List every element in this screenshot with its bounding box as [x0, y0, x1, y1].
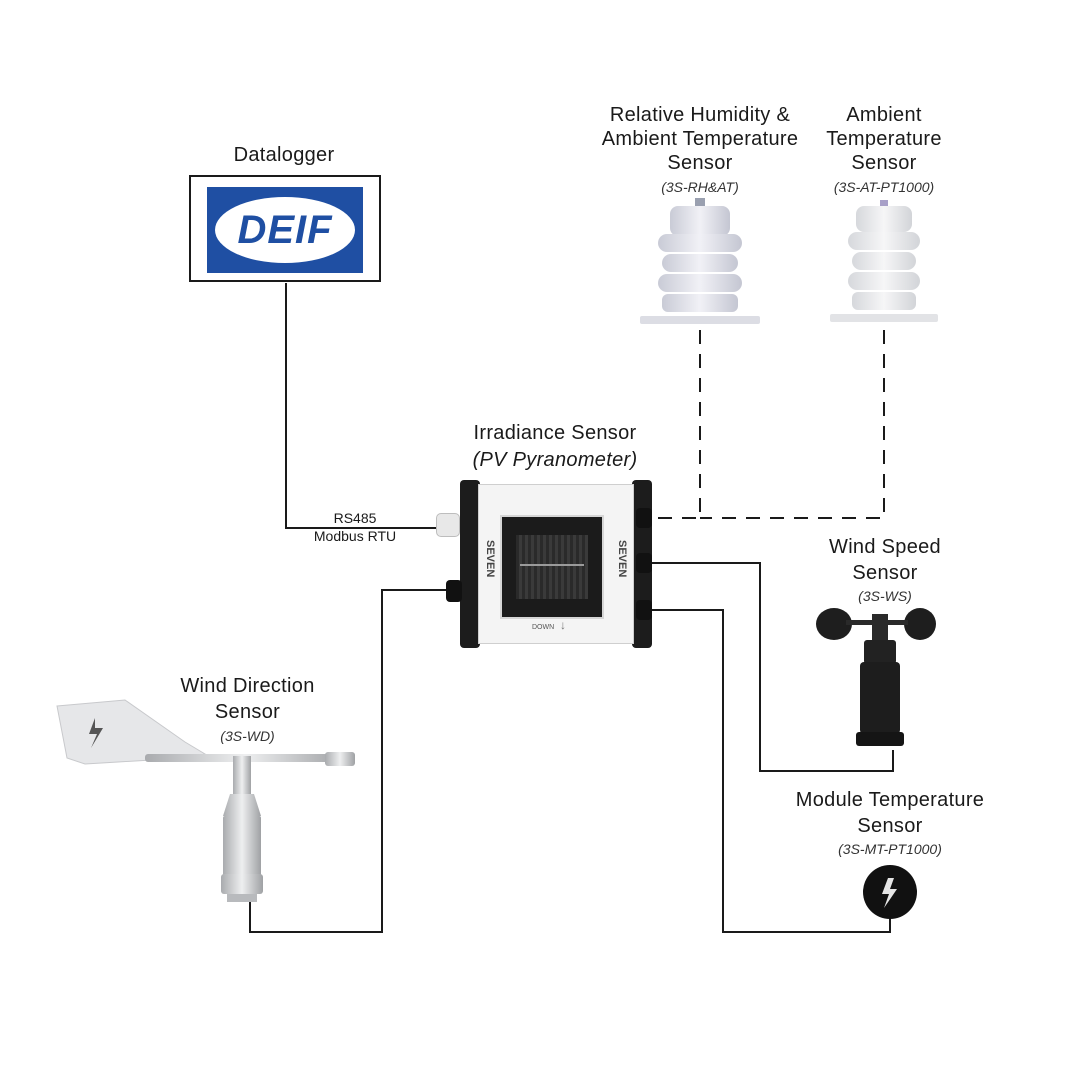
modbus-rtu-label: Modbus RTU: [313, 528, 397, 544]
irradiance-sensor-image: SEVEN SEVEN DOWN ↓: [460, 480, 652, 648]
wind-speed-wire: [652, 562, 894, 772]
at-sensor-title-line2: Temperature: [826, 128, 942, 150]
rh-sensor-title-line2: Ambient Temperature: [601, 128, 799, 150]
lightning-bolt-icon: [882, 878, 897, 908]
module-temp-model: (3S-MT-PT1000): [838, 841, 942, 857]
radiation-shield-at-image: [830, 200, 938, 322]
port-mid-right: [636, 553, 652, 573]
module-temp-sensor-image: [863, 865, 917, 919]
port-top-right: [636, 508, 652, 528]
module-temp-title-line1: Module Temperature: [795, 789, 985, 811]
wind-speed-title-line1: Wind Speed: [829, 536, 941, 558]
down-label: DOWN: [532, 624, 555, 631]
deif-logo-oval: [215, 197, 355, 263]
at-sensor-dashed-wire: [700, 330, 885, 519]
down-arrow-icon: ↓: [560, 618, 566, 632]
cable-gland: [436, 513, 460, 537]
solar-cell-grid: [516, 535, 588, 599]
module-temp-wire: [652, 609, 891, 933]
port-left: [446, 580, 462, 602]
solar-cell-panel: [500, 515, 604, 619]
wind-speed-model: (3S-WS): [858, 588, 912, 604]
wind-speed-title-line2: Sensor: [852, 562, 918, 584]
brand-mark-left: SEVEN: [484, 540, 496, 578]
wind-direction-title-line1: Wind Direction: [180, 675, 315, 697]
rh-sensor-title-line3: Sensor: [667, 152, 733, 174]
irradiance-sensor-title: Irradiance Sensor: [473, 422, 637, 444]
port-bottom-right: [636, 600, 652, 620]
at-sensor-title-line3: Sensor: [851, 152, 917, 174]
datalogger-box: DEIF: [189, 175, 381, 282]
at-sensor-title-line1: Ambient: [846, 104, 922, 126]
wind-direction-model: (3S-WD): [220, 728, 275, 744]
rh-sensor-title-line1: Relative Humidity &: [609, 104, 791, 126]
deif-logo-panel: DEIF: [207, 187, 363, 273]
radiation-shield-rh-image: [640, 198, 760, 324]
anemometer-image: [816, 608, 936, 746]
datalogger-rs485-wire: [285, 283, 440, 529]
wind-vane-image: [56, 699, 355, 902]
wind-direction-title-line2: Sensor: [214, 701, 281, 723]
irradiance-sensor-subtitle: (PV Pyranometer): [472, 449, 638, 471]
rs485-label: RS485: [333, 510, 377, 526]
deif-logo-text: DEIF: [237, 208, 333, 252]
module-temp-title-line2: Sensor: [857, 815, 923, 837]
brand-mark-right: SEVEN: [616, 540, 628, 578]
rh-sensor-model: (3S-RH&AT): [661, 179, 739, 195]
solar-cell-busbar: [520, 564, 584, 566]
datalogger-title: Datalogger: [233, 144, 335, 166]
wind-direction-wire: [249, 589, 460, 933]
left-end-cap: [460, 480, 480, 648]
rh-sensor-dashed-wire: [652, 330, 701, 519]
at-sensor-model: (3S-AT-PT1000): [833, 179, 935, 195]
